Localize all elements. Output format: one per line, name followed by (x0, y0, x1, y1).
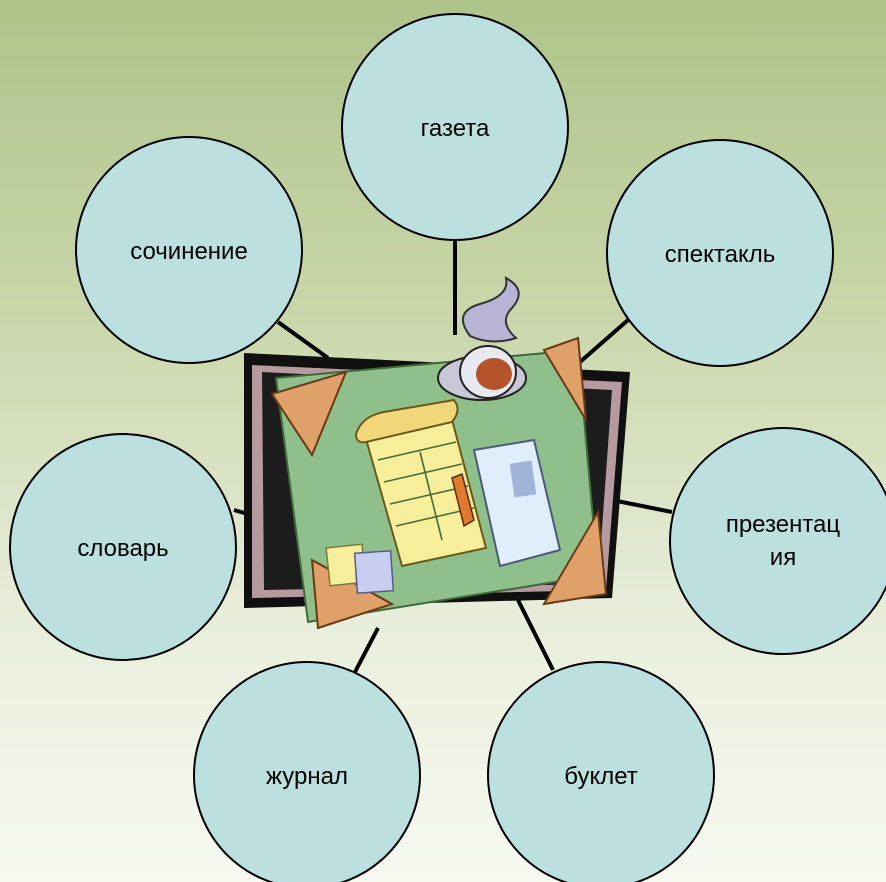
corner-bottom-right (542, 508, 608, 606)
node-spektakl: спектакль (606, 139, 834, 367)
node-zhurnal-label: журнал (266, 763, 348, 790)
node-spektakl-label: спектакль (665, 241, 775, 268)
notepad-curl (354, 398, 459, 444)
corner-top-right (542, 336, 587, 421)
node-prezentatsiya-label-line2: ия (770, 544, 796, 571)
node-sochinenie-label: сочинение (130, 238, 248, 265)
connector-prezentatsiya (611, 498, 673, 514)
cup-coffee (476, 358, 512, 390)
node-gazeta-circle (341, 13, 569, 241)
node-sochinenie-circle (75, 136, 303, 364)
node-buklet-circle (487, 661, 715, 882)
node-gazeta-label: газета (421, 115, 490, 142)
node-zhurnal-circle (193, 661, 421, 882)
blue-card-photo (509, 460, 537, 498)
node-prezentatsiya-label-line1: презентац (726, 511, 841, 538)
connector-buklet (516, 599, 555, 671)
blue-card (472, 438, 562, 568)
desk-with-notepad-coffee-cup-icon (244, 276, 630, 630)
node-zhurnal: журнал (193, 661, 421, 882)
node-spektakl-circle (606, 139, 834, 367)
node-gazeta: газета (341, 13, 569, 241)
node-slovar-circle (9, 433, 237, 661)
node-buklet: буклет (487, 661, 715, 882)
node-prezentatsiya-circle (669, 427, 886, 655)
corner-top-left (270, 370, 348, 458)
node-slovar: словарь (9, 433, 237, 661)
connector-sochinenie (276, 320, 330, 360)
node-sochinenie: сочинение (75, 136, 303, 364)
pen-icon (451, 472, 475, 528)
connector-zhurnal (353, 627, 380, 673)
connector-spektakl (578, 318, 630, 364)
cup-steam (461, 276, 520, 343)
node-slovar-label: словарь (77, 535, 168, 562)
node-buklet-label: буклет (564, 763, 638, 790)
node-prezentatsiya: презентац ия (669, 427, 886, 655)
sticky-note-lilac (353, 549, 395, 595)
